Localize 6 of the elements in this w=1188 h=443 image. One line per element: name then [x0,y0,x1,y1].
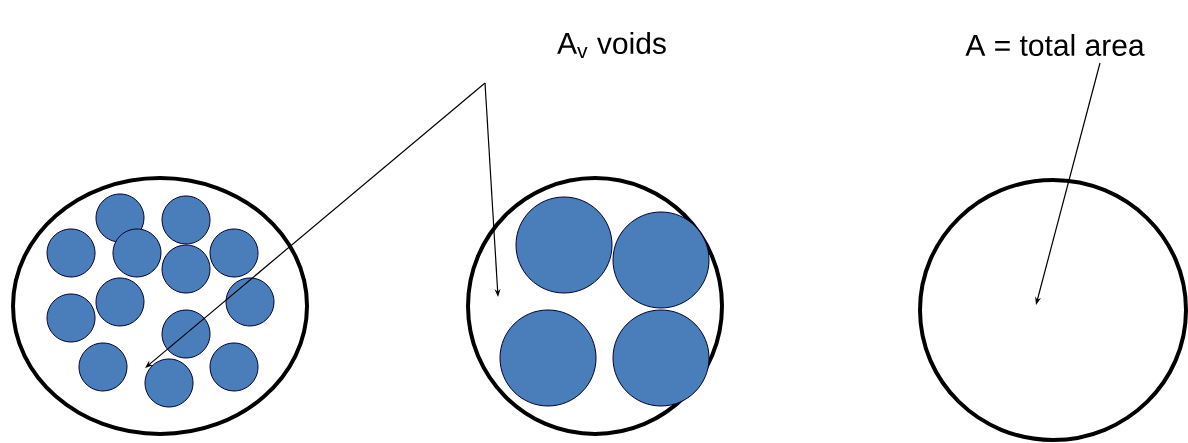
outline-circle [918,178,1188,442]
leader-line [145,82,486,368]
outline-circle [466,176,724,436]
label-text: A$_{v}$ voids [557,31,666,59]
label-text: A = total area [965,34,1145,56]
outline-circle [11,176,309,436]
